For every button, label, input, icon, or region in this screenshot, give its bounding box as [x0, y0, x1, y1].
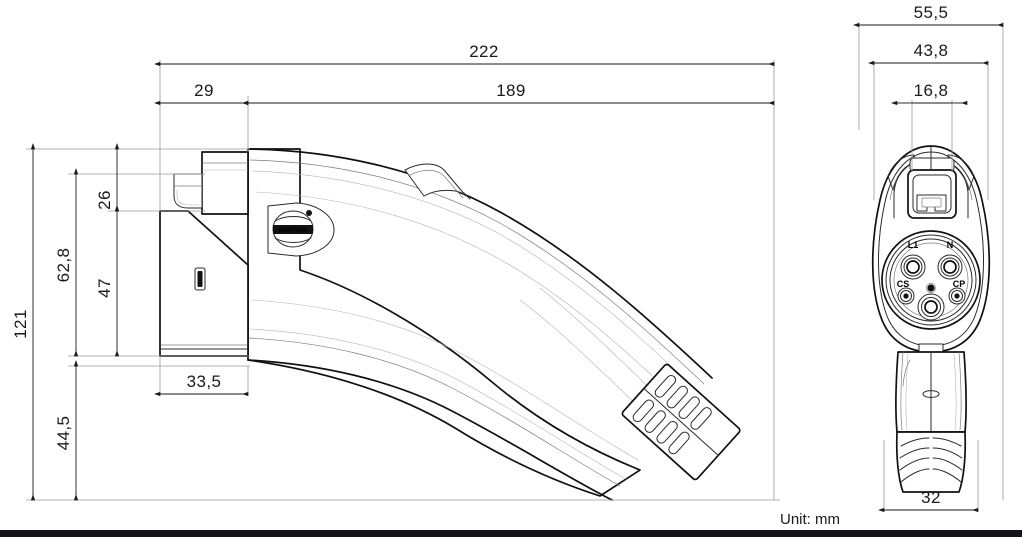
front-pin-cs-group [897, 287, 915, 305]
front-grip-line-left-2 [905, 353, 909, 431]
dim-label-47: 47 [95, 278, 114, 298]
harting-logo-arc-top [274, 216, 312, 222]
front-view-dimensions: 55,5 43,8 16,8 32 [853, 3, 1004, 513]
handle-top-contour-2 [249, 159, 705, 385]
front-rib-l2 [899, 447, 930, 459]
front-grip-ribbed [895, 431, 967, 493]
handle-body-fill [247, 148, 641, 497]
front-pin-pe-group [917, 293, 945, 321]
front-pin-cp-group [948, 287, 966, 305]
side-view-dimensions: 222 29 189 33,5 121 62,8 [11, 42, 780, 501]
strain-relief-slot-1 [654, 375, 677, 398]
front-rib-l3 [899, 457, 930, 471]
front-pin-n-group [937, 254, 963, 280]
front-pin-l1-outer [900, 254, 926, 280]
dim-label-445: 44,5 [54, 416, 73, 451]
front-pin-label-l1: L1 [908, 240, 919, 250]
strain-relief-slot-6 [644, 410, 666, 433]
front-rib-r3 [932, 457, 963, 471]
side-view-geometry: HARTING [159, 148, 741, 501]
front-pin-l1-group [900, 254, 926, 280]
front-pin-n-outer [937, 254, 963, 280]
front-face-ring-outer [881, 230, 981, 330]
front-pin-n-bore [943, 260, 957, 274]
latch-hook [173, 173, 203, 209]
cable-core-line-2 [539, 287, 659, 397]
front-pin-pe-mid [921, 297, 941, 317]
front-grip-line-right-2 [953, 353, 957, 431]
front-pin-label-n: N [947, 240, 954, 250]
front-pin-l1-mid [903, 257, 923, 277]
dim-label-168: 16,8 [914, 81, 949, 100]
strain-relief-slot-4 [690, 407, 712, 430]
dim-label-29: 29 [194, 81, 214, 100]
harting-logo-arc-bottom [274, 237, 312, 243]
release-button-inner [409, 169, 464, 199]
harting-logo-wordmark: HARTING [279, 227, 307, 234]
front-grip-line-left [900, 351, 904, 431]
front-pin-cp-mid [951, 290, 963, 302]
dim-label-121: 121 [11, 309, 30, 339]
front-shell-notch [918, 343, 944, 353]
front-pin-cs-mid [900, 290, 912, 302]
front-pin-cs-bore [903, 293, 909, 299]
handle-top-contour-3 [251, 170, 697, 391]
front-face-ring-2 [885, 234, 977, 326]
strain-relief-slot-8 [668, 431, 690, 455]
front-pin-label-cp: CP [953, 279, 966, 289]
handle-top-curve [247, 148, 713, 379]
front-latch-claw-window [921, 197, 942, 208]
latch-hook-inner [176, 189, 200, 206]
harting-logo-wordmark-plate [273, 225, 313, 234]
strain-relief-slot-2 [666, 385, 688, 409]
front-center-screw [927, 284, 935, 292]
handle-top-contour-4 [255, 191, 683, 405]
front-pin-cp-bore [954, 293, 960, 299]
front-pin-pe-bore [924, 300, 938, 314]
plug-body-slot-inner [197, 271, 203, 287]
strain-relief-slot-5 [632, 399, 655, 423]
dim-label-32: 32 [921, 488, 941, 507]
release-button-foot [463, 192, 471, 200]
cable-strain-relief [621, 363, 741, 481]
dim-label-26: 26 [95, 190, 114, 210]
strain-relief-slot-7 [656, 420, 678, 444]
front-view-geometry: L1 N CS CP [871, 145, 991, 493]
dim-label-335: 33,5 [187, 372, 222, 391]
front-center-screw-ring [926, 283, 936, 293]
strain-relief-midline [643, 388, 719, 456]
front-rib-l4 [900, 468, 930, 483]
dim-label-438: 43,8 [914, 41, 949, 60]
dim-label-555: 55,5 [914, 3, 949, 22]
dim-label-189: 189 [496, 81, 526, 100]
release-button [404, 163, 467, 197]
handle-bottom-contour-2 [248, 337, 621, 487]
handle-bottom-curve [247, 359, 613, 501]
front-rib-r2 [932, 447, 963, 459]
front-pin-label-cs: CS [897, 279, 910, 289]
dim-label-222: 222 [469, 42, 499, 61]
front-pin-l1-bore [906, 260, 920, 274]
plug-collar-block [201, 151, 249, 215]
dim-label-628: 62,8 [54, 248, 73, 283]
front-rib-l1 [900, 437, 930, 447]
front-pin-n-mid [940, 257, 960, 277]
front-rib-r4 [932, 468, 962, 483]
front-grip-dimple [902, 359, 911, 387]
strain-relief-slot-3 [678, 396, 700, 420]
front-rib-r1 [932, 437, 962, 447]
cable-core-line-1 [519, 299, 641, 409]
harting-logo: HARTING [267, 202, 335, 257]
handle-bottom-contour-3 [249, 328, 627, 480]
front-face-ring-3 [889, 238, 973, 322]
handle-bottom-contour-4 [251, 299, 639, 461]
harting-logo-dot [306, 210, 312, 216]
front-grip-line-right [958, 351, 962, 431]
unit-note: Unit: mm [780, 511, 840, 528]
page-bottom-border [0, 530, 1022, 537]
